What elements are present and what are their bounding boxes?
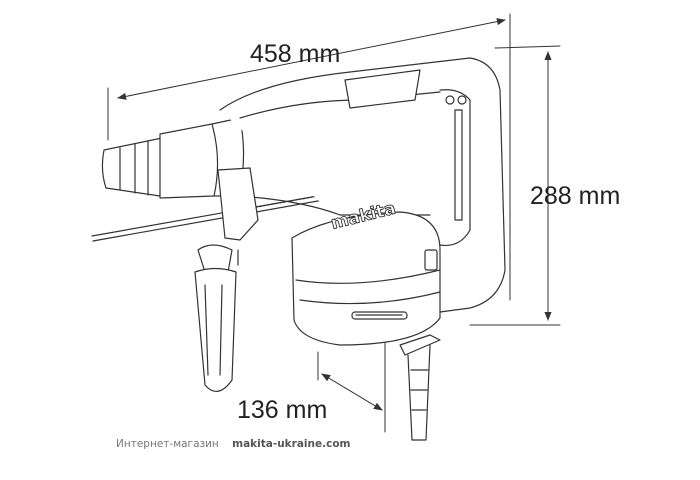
footer-label: Интернет-магазин [116,438,219,450]
length-label: 458 mm [250,40,341,68]
chuck [101,117,245,199]
side-handle [194,167,259,392]
depth-label: 136 mm [237,396,328,424]
height-label: 288 mm [530,182,621,210]
footer-site-link[interactable]: makita-ukraine.com [232,438,351,450]
power-cord [399,334,441,441]
dimension-length-line [107,13,511,301]
motor-housing [291,211,441,346]
dimension-height-line [469,45,561,326]
footer: Интернет-магазин makita-ukraine.com [116,438,350,450]
